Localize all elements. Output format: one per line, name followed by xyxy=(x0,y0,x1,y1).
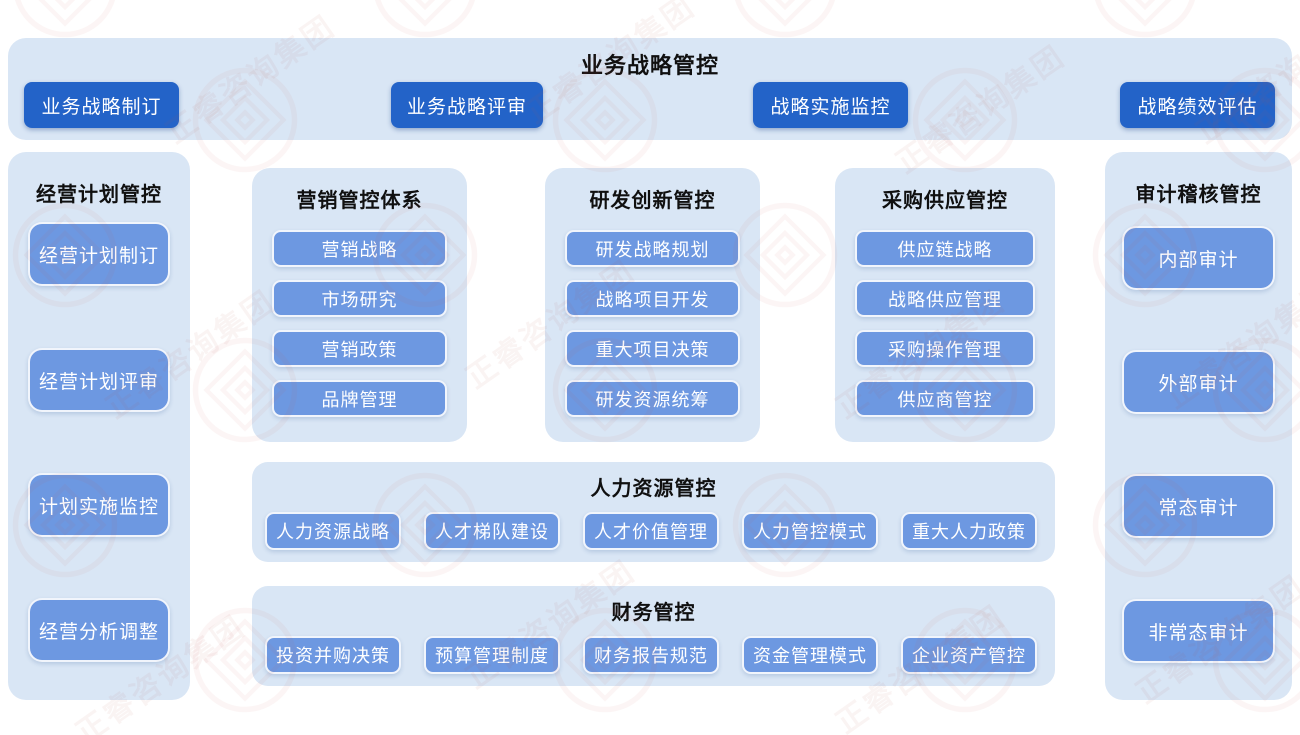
procurement-panel: 采购供应管控 供应链战略 战略供应管理 采购操作管理 供应商管控 xyxy=(835,168,1055,442)
rnd-box-major-decision: 重大项目决策 xyxy=(565,330,740,367)
procurement-box-operations: 采购操作管理 xyxy=(855,330,1035,367)
banner-box-strategy-evaluation: 战略绩效评估 xyxy=(1120,82,1275,128)
banner-box-strategy-monitoring: 战略实施监控 xyxy=(753,82,908,128)
hr-box-talent-value: 人才价值管理 xyxy=(583,512,719,550)
plan-box-monitoring: 计划实施监控 xyxy=(28,473,170,537)
rnd-title: 研发创新管控 xyxy=(589,190,716,212)
procurement-box-supplychain: 供应链战略 xyxy=(855,230,1035,267)
finance-box-investment-ma: 投资并购决策 xyxy=(265,636,401,674)
hr-box-talent-pipeline: 人才梯队建设 xyxy=(424,512,560,550)
finance-box-funds: 资金管理模式 xyxy=(742,636,878,674)
marketing-box-strategy: 营销战略 xyxy=(272,230,447,267)
audit-panel: 审计稽核管控 内部审计 外部审计 常态审计 非常态审计 xyxy=(1105,152,1292,700)
procurement-title: 采购供应管控 xyxy=(882,190,1008,212)
plan-box-analysis-adjust: 经营分析调整 xyxy=(28,598,170,662)
hr-box-strategy: 人力资源战略 xyxy=(265,512,401,550)
finance-title: 财务管控 xyxy=(611,602,696,624)
hr-box-major-policy: 重大人力政策 xyxy=(901,512,1037,550)
finance-box-budget: 预算管理制度 xyxy=(424,636,560,674)
audit-box-irregular: 非常态审计 xyxy=(1122,599,1275,663)
marketing-box-brand: 品牌管理 xyxy=(272,380,447,417)
watermark-logo-icon xyxy=(370,0,480,40)
audit-box-external: 外部审计 xyxy=(1122,350,1275,414)
watermark-logo-icon xyxy=(10,0,120,40)
banner-box-strategy-review: 业务战略评审 xyxy=(391,82,543,128)
rnd-box-strategy-planning: 研发战略规划 xyxy=(565,230,740,267)
rnd-panel: 研发创新管控 研发战略规划 战略项目开发 重大项目决策 研发资源统筹 xyxy=(545,168,760,442)
marketing-box-research: 市场研究 xyxy=(272,280,447,317)
audit-box-regular: 常态审计 xyxy=(1122,474,1275,538)
audit-box-internal: 内部审计 xyxy=(1122,226,1275,290)
watermark-logo-icon xyxy=(730,0,840,40)
plan-box-review: 经营计划评审 xyxy=(28,348,170,412)
procurement-box-supplier: 供应商管控 xyxy=(855,380,1035,417)
operating-plan-panel: 经营计划管控 经营计划制订 经营计划评审 计划实施监控 经营分析调整 xyxy=(8,152,190,700)
watermark-logo-icon xyxy=(1090,0,1200,40)
banner-box-strategy-formulation: 业务战略制订 xyxy=(24,82,179,128)
banner-title: 业务战略管控 xyxy=(580,53,719,78)
hr-panel: 人力资源管控 人力资源战略 人才梯队建设 人才价值管理 人力管控模式 重大人力政… xyxy=(252,462,1055,562)
business-strategy-banner: 业务战略管控 业务战略制订 业务战略评审 战略实施监控 战略绩效评估 xyxy=(8,38,1292,140)
procurement-box-strategic: 战略供应管理 xyxy=(855,280,1035,317)
audit-title: 审计稽核管控 xyxy=(1135,184,1262,206)
rnd-box-project-dev: 战略项目开发 xyxy=(565,280,740,317)
hr-box-control-model: 人力管控模式 xyxy=(742,512,878,550)
hr-title: 人力资源管控 xyxy=(590,478,717,500)
finance-panel: 财务管控 投资并购决策 预算管理制度 财务报告规范 资金管理模式 企业资产管控 xyxy=(252,586,1055,686)
marketing-panel: 营销管控体系 营销战略 市场研究 营销政策 品牌管理 xyxy=(252,168,467,442)
finance-box-assets: 企业资产管控 xyxy=(901,636,1037,674)
plan-box-formulation: 经营计划制订 xyxy=(28,222,170,286)
marketing-box-policy: 营销政策 xyxy=(272,330,447,367)
rnd-box-resource-coord: 研发资源统筹 xyxy=(565,380,740,417)
finance-box-reporting: 财务报告规范 xyxy=(583,636,719,674)
operating-plan-title: 经营计划管控 xyxy=(36,184,162,206)
marketing-title: 营销管控体系 xyxy=(296,190,423,212)
